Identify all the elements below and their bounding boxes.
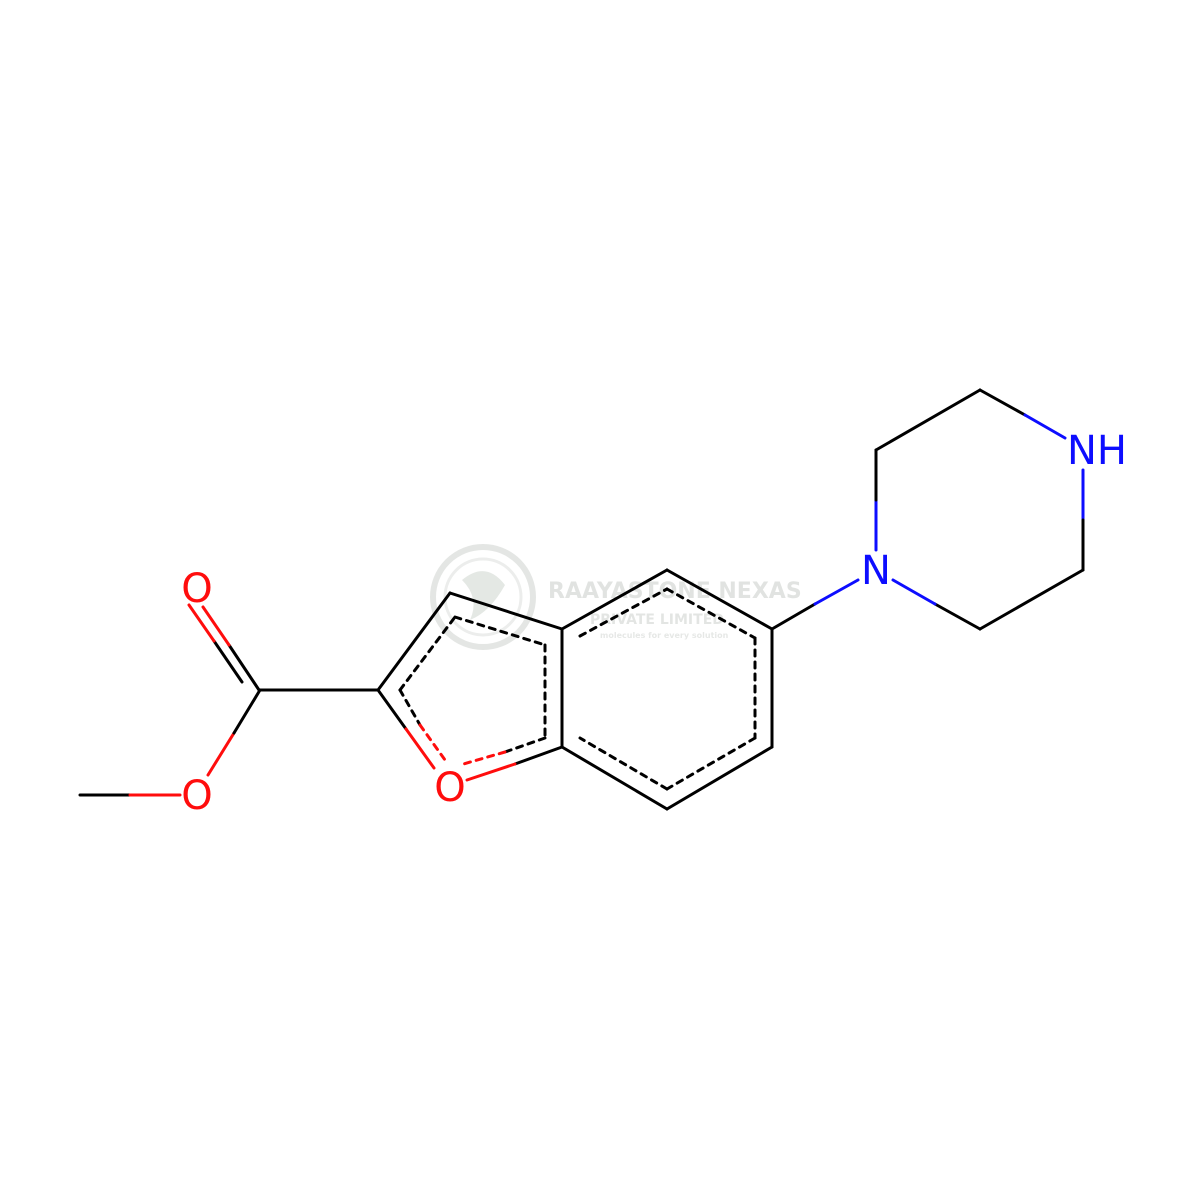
watermark-logo-ring [430, 544, 536, 650]
watermark-subtitle: PRIVATE LIMITED [590, 612, 724, 628]
bond-c-nh [978, 388, 1027, 417]
bond-ester-o-c [206, 731, 236, 777]
bond-c5-n [770, 602, 817, 631]
atom-piperazine-nh: NH [1067, 428, 1127, 474]
dash-c3a-c4 [578, 587, 669, 638]
bond-c7-c7a [560, 745, 669, 811]
atom-labels: O O O N NH [181, 428, 1127, 819]
bond-c-n1 [933, 602, 982, 631]
watermark-logo-inner-ring [443, 557, 523, 637]
dash-c2-o [398, 688, 422, 727]
bond-c3-c3a [448, 591, 564, 631]
atom-piperazine-n: N [861, 548, 891, 594]
bond-c2-o [376, 688, 408, 731]
bond-carbonyl-2a [212, 639, 244, 684]
bond-c4-c5 [665, 568, 774, 631]
bonds [78, 388, 1085, 811]
bond-c-n1-blue [891, 578, 937, 606]
watermark: RAAYASTONE NEXAS PRIVATE LIMITED molecul… [430, 544, 802, 650]
dash-c2-c3 [398, 615, 457, 692]
bond-carbonyl-2b [187, 603, 216, 643]
dash-c3-c3a [453, 615, 547, 647]
dash-c7a-o-red [458, 750, 507, 767]
bond-c5-n-blue [813, 578, 860, 606]
bond-c7a-o-red [465, 762, 517, 782]
atom-ester-oxygen: O [181, 773, 212, 819]
atom-furan-oxygen: O [434, 765, 465, 811]
bond-c7a-o [513, 745, 564, 766]
bond-c-c-top [874, 388, 982, 452]
atom-carbonyl-oxygen: O [181, 566, 212, 612]
dash-c7-c7a [578, 736, 669, 791]
benzene-aromatic-dashes [578, 587, 757, 791]
watermark-tagline: molecules for every solution [600, 631, 729, 640]
dash-c7a-o [503, 736, 547, 754]
dash-c4-c5 [665, 587, 757, 640]
bond-carbonyl-1a [227, 643, 261, 692]
bond-c-nh-blue [1023, 413, 1067, 440]
bond-c2-o-red [404, 727, 436, 770]
watermark-leaf-icon [462, 571, 505, 620]
bond-c3a-c4 [560, 568, 669, 631]
watermark-company: RAAYASTONE NEXAS [548, 579, 802, 604]
bond-c6-c7 [665, 745, 774, 811]
bond-ester-o-c-black [232, 688, 262, 735]
dash-c2-o-red [418, 723, 447, 762]
bond-c2-c3 [376, 591, 452, 692]
bond-carbonyl-1b [201, 605, 231, 647]
dash-c6-c7 [665, 736, 757, 791]
bond-c-c-bottom [978, 568, 1085, 631]
furan-aromatic-dashes [398, 615, 547, 767]
